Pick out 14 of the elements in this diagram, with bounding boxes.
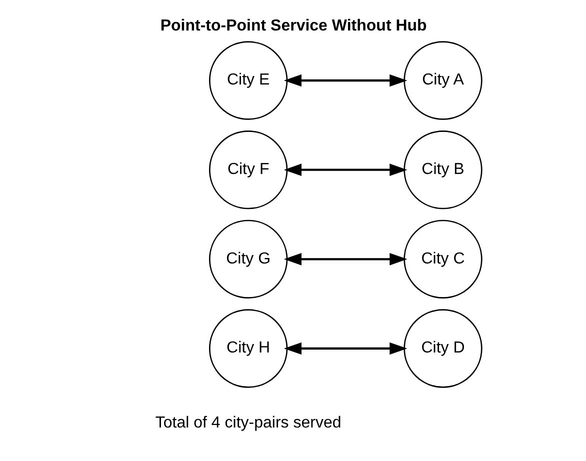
arrow [284, 253, 408, 266]
node-circle: City H [209, 309, 288, 388]
arrow [284, 342, 408, 355]
diagram-title: Point-to-Point Service Without Hub [160, 18, 427, 35]
node-circle: City G [209, 220, 288, 298]
node-circle: City F [209, 130, 288, 210]
arrow [284, 74, 408, 87]
node-circle: City B [404, 130, 482, 210]
node-circle: City D [404, 309, 482, 388]
node-circle: City E [209, 41, 288, 120]
node-circle: City C [404, 220, 482, 298]
node-circle: City A [404, 41, 482, 120]
caption: Total of 4 city-pairs served [155, 414, 342, 432]
arrow [284, 164, 408, 176]
